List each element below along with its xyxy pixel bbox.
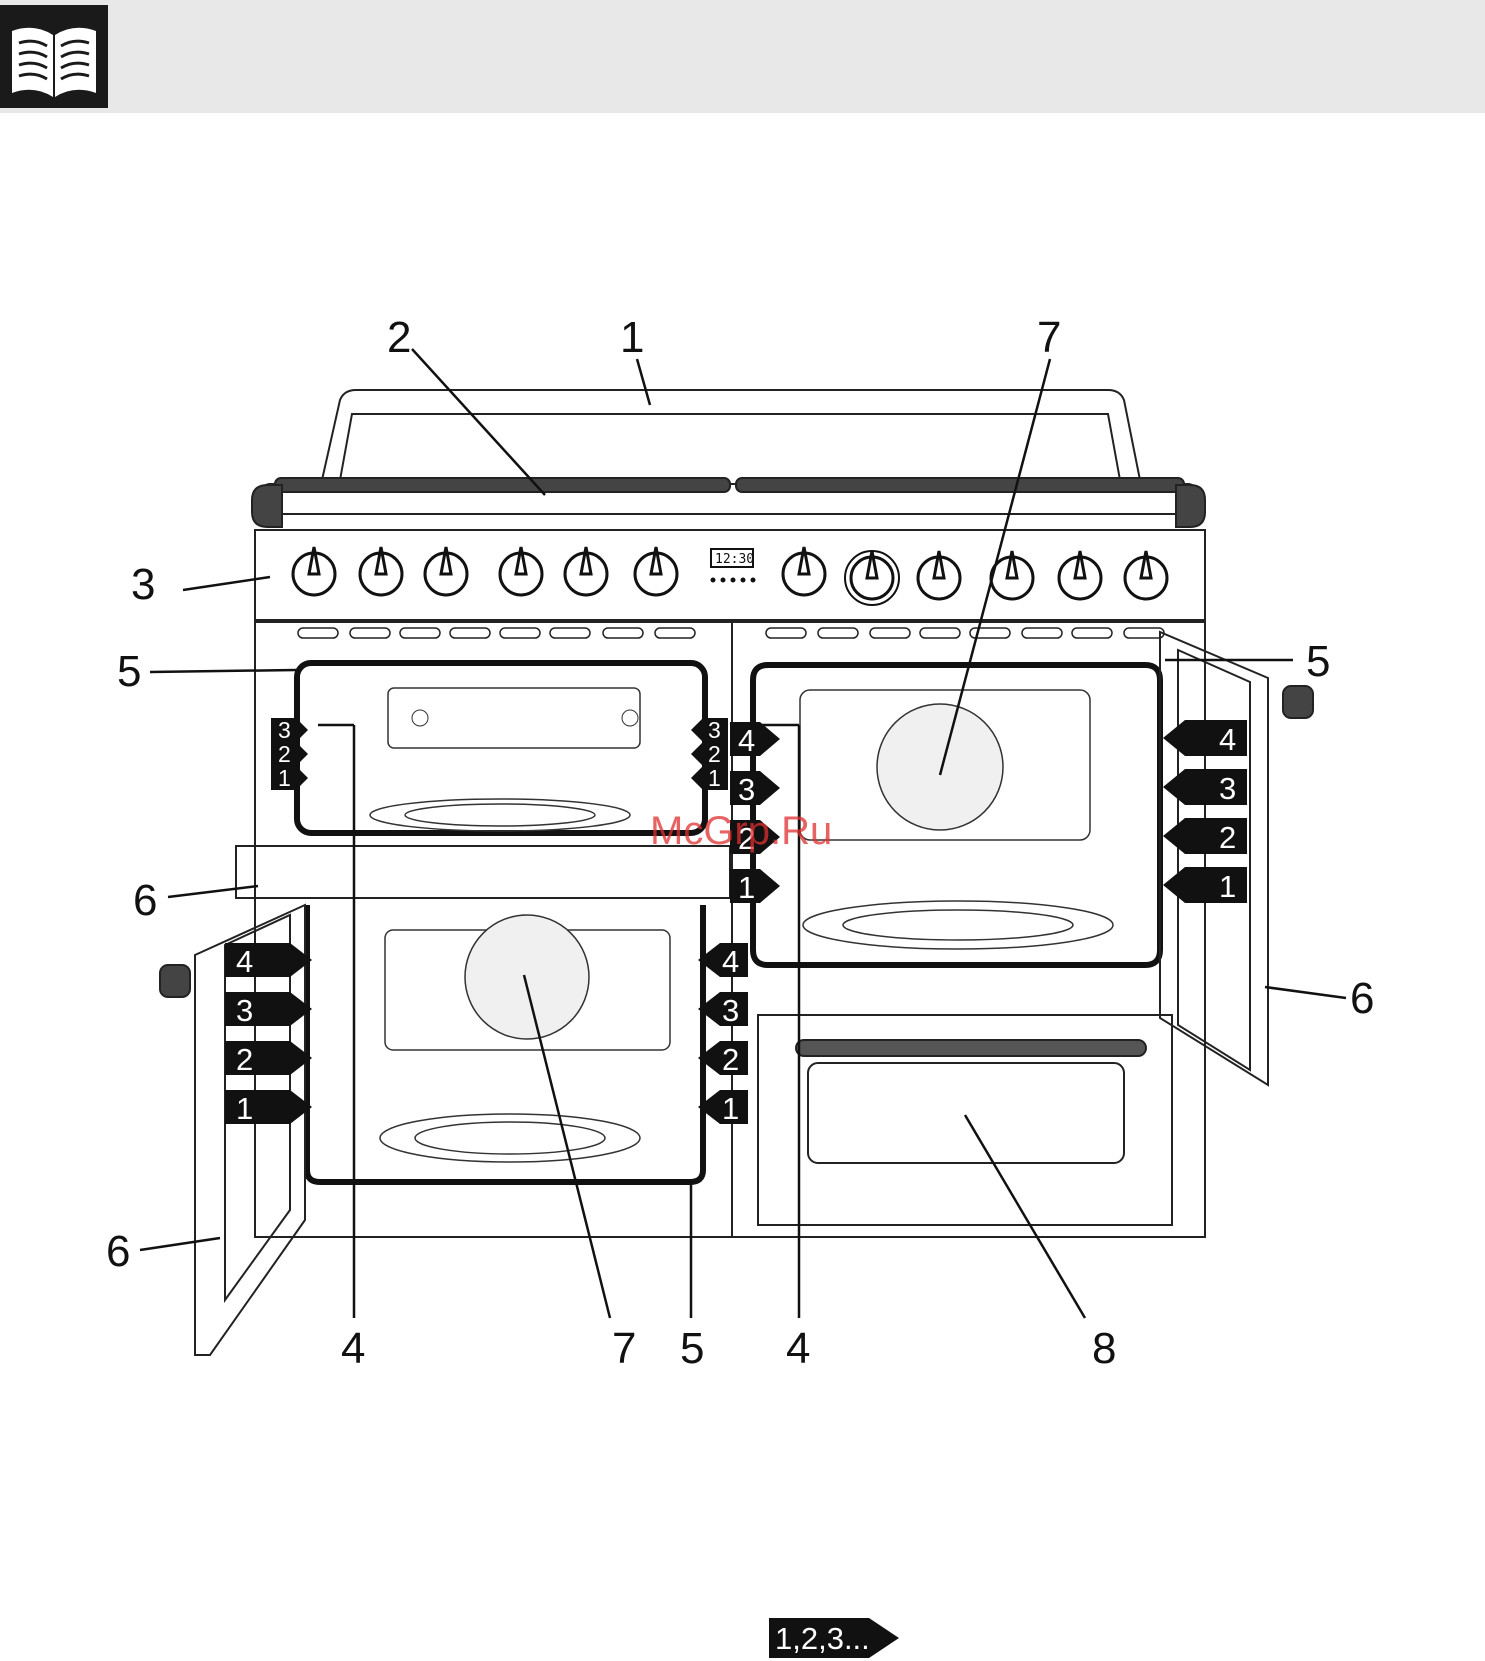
callout-5-left: 5 — [117, 647, 141, 696]
right-oven-door — [1160, 632, 1313, 1085]
clock-text: 12:30 — [715, 552, 754, 567]
callout-5-bottom: 5 — [680, 1324, 704, 1373]
bottom-left-oven — [307, 905, 703, 1182]
shelf-label: 4 — [722, 944, 739, 979]
grill-shelf — [236, 846, 730, 898]
callout-4-left: 4 — [341, 1324, 365, 1373]
shelf-label: 3 — [278, 717, 291, 743]
shelf-label: 3 — [708, 717, 721, 743]
knob-5 — [565, 547, 607, 595]
shelf-label: 4 — [236, 944, 253, 979]
shelf-label: 2 — [708, 741, 721, 767]
shelf-label: 3 — [722, 993, 739, 1028]
shelf-label: 1 — [738, 870, 755, 905]
reference-badge: 1,2,3... — [769, 1618, 899, 1658]
knob-4 — [500, 547, 542, 595]
knob-12 — [1125, 551, 1167, 599]
shelf-label: 2 — [1219, 820, 1236, 855]
shelf-badges-bottom-left-left: 4 3 2 1 — [225, 943, 312, 1126]
callout-3: 3 — [131, 560, 155, 609]
shelf-label: 1 — [708, 765, 721, 791]
shelf-label: 2 — [722, 1042, 739, 1077]
shelf-badges-top-left-left: 3 2 1 — [271, 717, 308, 791]
shelf-label: 2 — [236, 1042, 253, 1077]
knob-7 — [783, 547, 825, 595]
clock-display: 12:30 — [711, 549, 756, 583]
shelf-label: 3 — [1219, 771, 1236, 806]
callout-6-right: 6 — [1350, 974, 1374, 1023]
callout-7-top: 7 — [1037, 313, 1061, 362]
shelf-label: 1 — [236, 1091, 253, 1126]
callout-6-left-bottom: 6 — [106, 1227, 130, 1276]
knob-8 — [845, 551, 899, 605]
watermark: McGrp.Ru — [650, 809, 832, 853]
backguard — [322, 390, 1140, 480]
shelf-label: 1 — [722, 1091, 739, 1126]
callout-6-left-top: 6 — [133, 876, 157, 925]
shelf-label: 1 — [278, 765, 291, 791]
knob-3 — [425, 547, 467, 595]
knob-6 — [635, 547, 677, 595]
knob-11 — [1059, 551, 1101, 599]
shelf-label: 3 — [236, 993, 253, 1028]
shelf-label: 4 — [738, 723, 755, 758]
knob-9 — [918, 551, 960, 599]
storage-drawer — [758, 1015, 1172, 1225]
shelf-label: 4 — [1219, 722, 1236, 757]
reference-text: 1,2,3... — [775, 1621, 870, 1656]
shelf-badges-top-left-right: 3 2 1 — [691, 717, 728, 791]
top-left-oven — [297, 663, 705, 833]
callout-5-right: 5 — [1306, 637, 1330, 686]
callout-4-right: 4 — [786, 1324, 810, 1373]
callout-8: 8 — [1092, 1324, 1116, 1373]
knob-1 — [293, 547, 335, 595]
callout-7-bottom: 7 — [612, 1324, 636, 1373]
control-panel — [255, 530, 1205, 620]
shelf-label: 1 — [1219, 869, 1236, 904]
knob-2 — [360, 547, 402, 595]
shelf-label: 2 — [278, 741, 291, 767]
callout-2: 2 — [387, 313, 411, 362]
shelf-label: 3 — [738, 772, 755, 807]
callout-1: 1 — [620, 313, 644, 362]
